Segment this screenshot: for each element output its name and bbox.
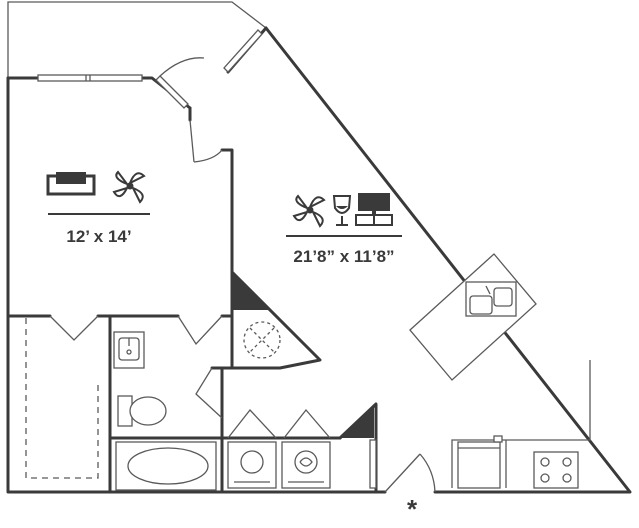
laundry-doors[interactable] [227,408,331,439]
hall-shelf [369,439,377,489]
tv-icon [355,193,393,226]
water-heater [243,321,281,359]
toilet [117,395,167,427]
washer [227,441,277,489]
bedroom-label: 12’ x 14’ [46,170,150,246]
wall-wedge-lower [340,404,374,438]
range [533,451,579,489]
entry-door[interactable] [384,453,436,493]
bathroom-sink [113,331,145,369]
bedroom-dimensions: 12’ x 14’ [66,227,131,246]
patio-door[interactable] [155,57,205,109]
bedroom-entry-door[interactable] [189,119,223,163]
interior-walls [6,106,378,494]
kitchen-sink [465,281,517,317]
hall-closet-door[interactable] [195,367,223,419]
wall-wedge-upper [232,272,270,310]
bed-icon [46,172,96,196]
bath-door[interactable] [177,315,223,346]
kitchen-island [409,253,537,381]
walk-in-closet-shelf [25,318,99,479]
bathtub [115,441,217,491]
living-label: 21’8” x 11’8” [286,193,402,266]
entry-marker: * [407,494,418,524]
wine-glass-icon [332,195,352,226]
window-bedroom [37,74,143,82]
patio-outline [7,1,267,78]
dishwasher [457,435,503,489]
ceiling-fan-icon [112,170,146,204]
dryer [281,441,331,489]
closet-door-left[interactable] [49,315,99,341]
kitchen-counter [451,360,591,488]
living-dimensions: 21’8” x 11’8” [293,247,394,266]
ceiling-fan-icon [292,194,326,228]
window-living [223,29,263,73]
